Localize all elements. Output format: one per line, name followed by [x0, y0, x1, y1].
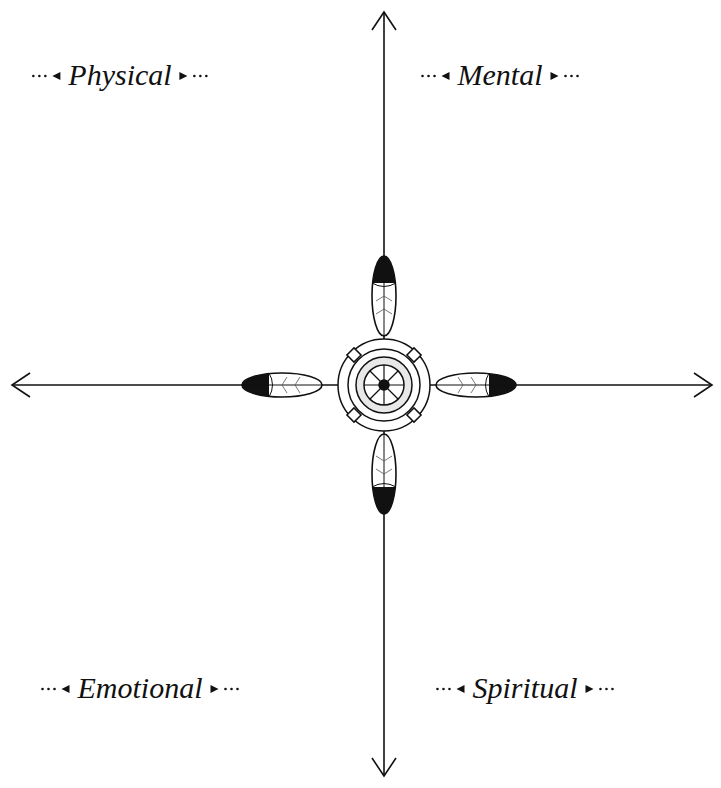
quadrant-label: Spiritual — [434, 671, 615, 705]
quadrant-label-text: Physical — [64, 58, 175, 92]
dotted-ornament — [207, 681, 241, 695]
dotted-ornament — [176, 68, 210, 82]
quadrant-label: Emotional — [40, 671, 241, 705]
dotted-ornament — [546, 68, 580, 82]
quadrant-label: Physical — [30, 58, 209, 92]
dotted-ornament — [30, 68, 64, 82]
dotted-ornament — [582, 681, 616, 695]
quadrant-label: Mental — [420, 58, 581, 92]
dotted-ornament — [40, 681, 74, 695]
dotted-ornament — [434, 681, 468, 695]
quadrant-label-text: Emotional — [74, 671, 207, 705]
quadrant-label-text: Spiritual — [468, 671, 581, 705]
dotted-ornament — [420, 68, 454, 82]
quadrant-label-text: Mental — [454, 58, 547, 92]
